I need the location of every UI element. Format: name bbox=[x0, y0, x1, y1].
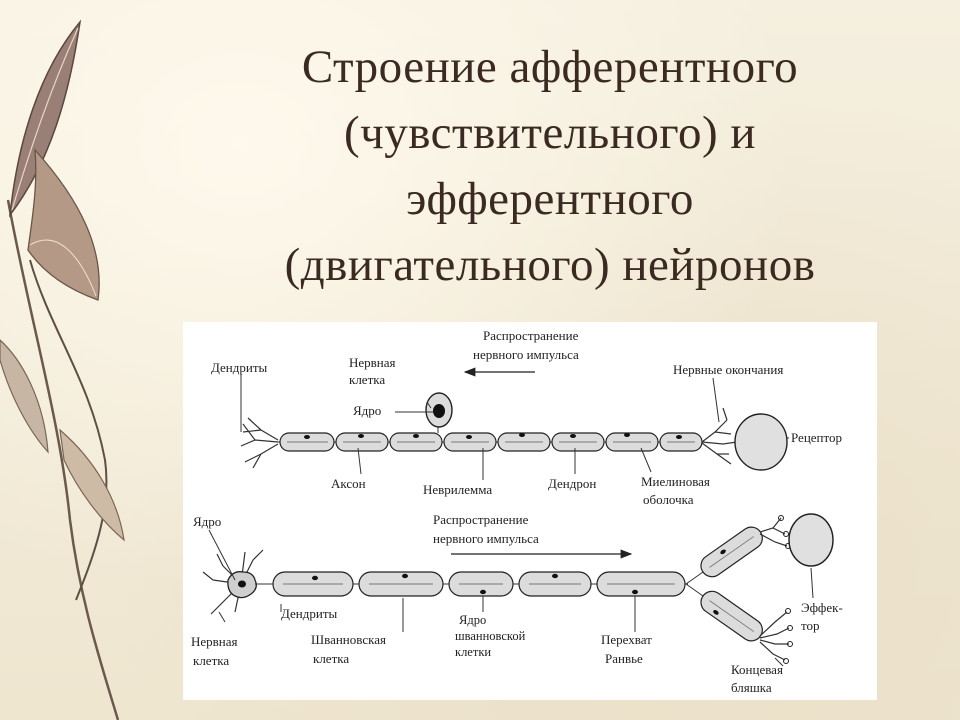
afferent-nerve-endings bbox=[701, 407, 738, 465]
neuron-diagram: Дендриты Нервная клетка Ядро Распростран… bbox=[191, 328, 843, 695]
label-propagation-line2: нервного импульса bbox=[473, 347, 579, 362]
label-efferent-nerve-cell-line1: Нервная bbox=[191, 634, 238, 649]
label-schwann-cell-line1: Шванновская bbox=[311, 632, 386, 647]
leader-effector bbox=[810, 567, 814, 599]
label-effector-line2: тор bbox=[801, 618, 820, 633]
schwann-nucleus bbox=[304, 435, 310, 439]
efferent-cell-body bbox=[202, 549, 264, 615]
leaf-stem bbox=[6, 199, 120, 720]
afferent-neuron: Дендриты Нервная клетка Ядро Распростран… bbox=[211, 328, 842, 507]
label-schwann-nucleus-line1: Ядро bbox=[459, 613, 486, 627]
efferent-neuron: Ядро Распространение нервного импульса Д… bbox=[191, 512, 843, 695]
label-nucleus: Ядро bbox=[353, 403, 381, 418]
leader-myelin bbox=[640, 447, 652, 473]
schwann-nucleus bbox=[632, 589, 638, 595]
label-end-plate-line2: бляшка bbox=[731, 680, 772, 695]
label-neurilemma: Неврилемма bbox=[423, 482, 492, 497]
label-schwann-nucleus-line2: шванновской bbox=[455, 629, 526, 643]
label-myelin-line1: Миелиновая bbox=[641, 474, 710, 489]
receptor-shape bbox=[734, 413, 788, 471]
schwann-nucleus bbox=[480, 589, 486, 595]
label-nerve-endings: Нервные окончания bbox=[673, 362, 783, 377]
efferent-cell-nucleus bbox=[238, 580, 246, 588]
schwann-nucleus bbox=[413, 434, 419, 438]
effector-shape bbox=[788, 513, 834, 567]
leaf-stem bbox=[29, 259, 108, 601]
label-ranvier-line1: Перехват bbox=[601, 632, 652, 647]
afferent-myelin-segments bbox=[279, 432, 703, 452]
label-axon: Аксон bbox=[331, 476, 366, 491]
leaf-upper-vein bbox=[11, 27, 79, 211]
label-nerve-cell-line1: Нервная bbox=[349, 355, 396, 370]
title-line-3: эфферентного bbox=[406, 173, 694, 225]
schwann-nucleus bbox=[519, 433, 525, 437]
schwann-nucleus bbox=[358, 434, 364, 438]
label-efferent-nucleus: Ядро bbox=[193, 514, 221, 529]
leaf-middle-vein bbox=[29, 239, 97, 297]
label-dendrites: Дендриты bbox=[211, 360, 268, 375]
leader-nerve-cell bbox=[426, 401, 432, 409]
label-schwann-nucleus-line3: клетки bbox=[455, 645, 491, 659]
leader-axon bbox=[357, 447, 362, 475]
schwann-nucleus bbox=[402, 573, 408, 579]
schwann-nucleus bbox=[552, 573, 558, 579]
efferent-axon-branches bbox=[685, 515, 793, 664]
label-receptor: Рецептор bbox=[791, 430, 842, 445]
label-dendron: Дендрон bbox=[548, 476, 596, 491]
afferent-cell-nucleus bbox=[433, 404, 445, 418]
title-line-4: (двигательного) нейронов bbox=[284, 239, 816, 291]
leader-efferent-nerve-cell bbox=[218, 611, 226, 623]
label-efferent-propagation-line2: нервного импульса bbox=[433, 531, 539, 546]
leader-efferent-nucleus bbox=[208, 529, 236, 581]
schwann-nucleus bbox=[624, 433, 630, 437]
slide-title: Строение афферентного (чувствительного) … bbox=[170, 34, 930, 298]
label-efferent-nerve-cell-line2: клетка bbox=[193, 653, 229, 668]
label-myelin-line2: оболочка bbox=[643, 492, 694, 507]
label-efferent-dendrites: Дендриты bbox=[281, 606, 338, 621]
label-effector-line1: Эффек- bbox=[801, 600, 843, 615]
leaf-decoration bbox=[0, 19, 125, 720]
schwann-nucleus bbox=[312, 575, 318, 581]
label-efferent-propagation-line1: Распространение bbox=[433, 512, 529, 527]
schwann-nucleus bbox=[570, 434, 576, 438]
leader-end-plate bbox=[774, 657, 784, 667]
leaf-lower-right bbox=[59, 428, 125, 542]
title-line-2: (чувствительного) и bbox=[343, 107, 757, 159]
leaf-middle bbox=[27, 148, 100, 301]
label-propagation-line1: Распространение bbox=[483, 328, 579, 343]
efferent-myelin-segments bbox=[272, 571, 686, 597]
leaf-lower bbox=[0, 339, 49, 454]
label-nerve-cell-line2: клетка bbox=[349, 372, 385, 387]
afferent-dendrite-tree bbox=[240, 417, 279, 469]
label-schwann-cell-line2: клетка bbox=[313, 651, 349, 666]
title-line-1: Строение афферентного bbox=[301, 41, 799, 93]
neuron-diagram-panel: Дендриты Нервная клетка Ядро Распростран… bbox=[183, 322, 877, 700]
schwann-nucleus bbox=[676, 435, 682, 439]
schwann-nucleus bbox=[466, 435, 472, 439]
label-end-plate-line1: Концевая bbox=[731, 662, 783, 677]
leader-nerve-endings bbox=[712, 377, 720, 423]
label-ranvier-line2: Ранвье bbox=[605, 651, 643, 666]
